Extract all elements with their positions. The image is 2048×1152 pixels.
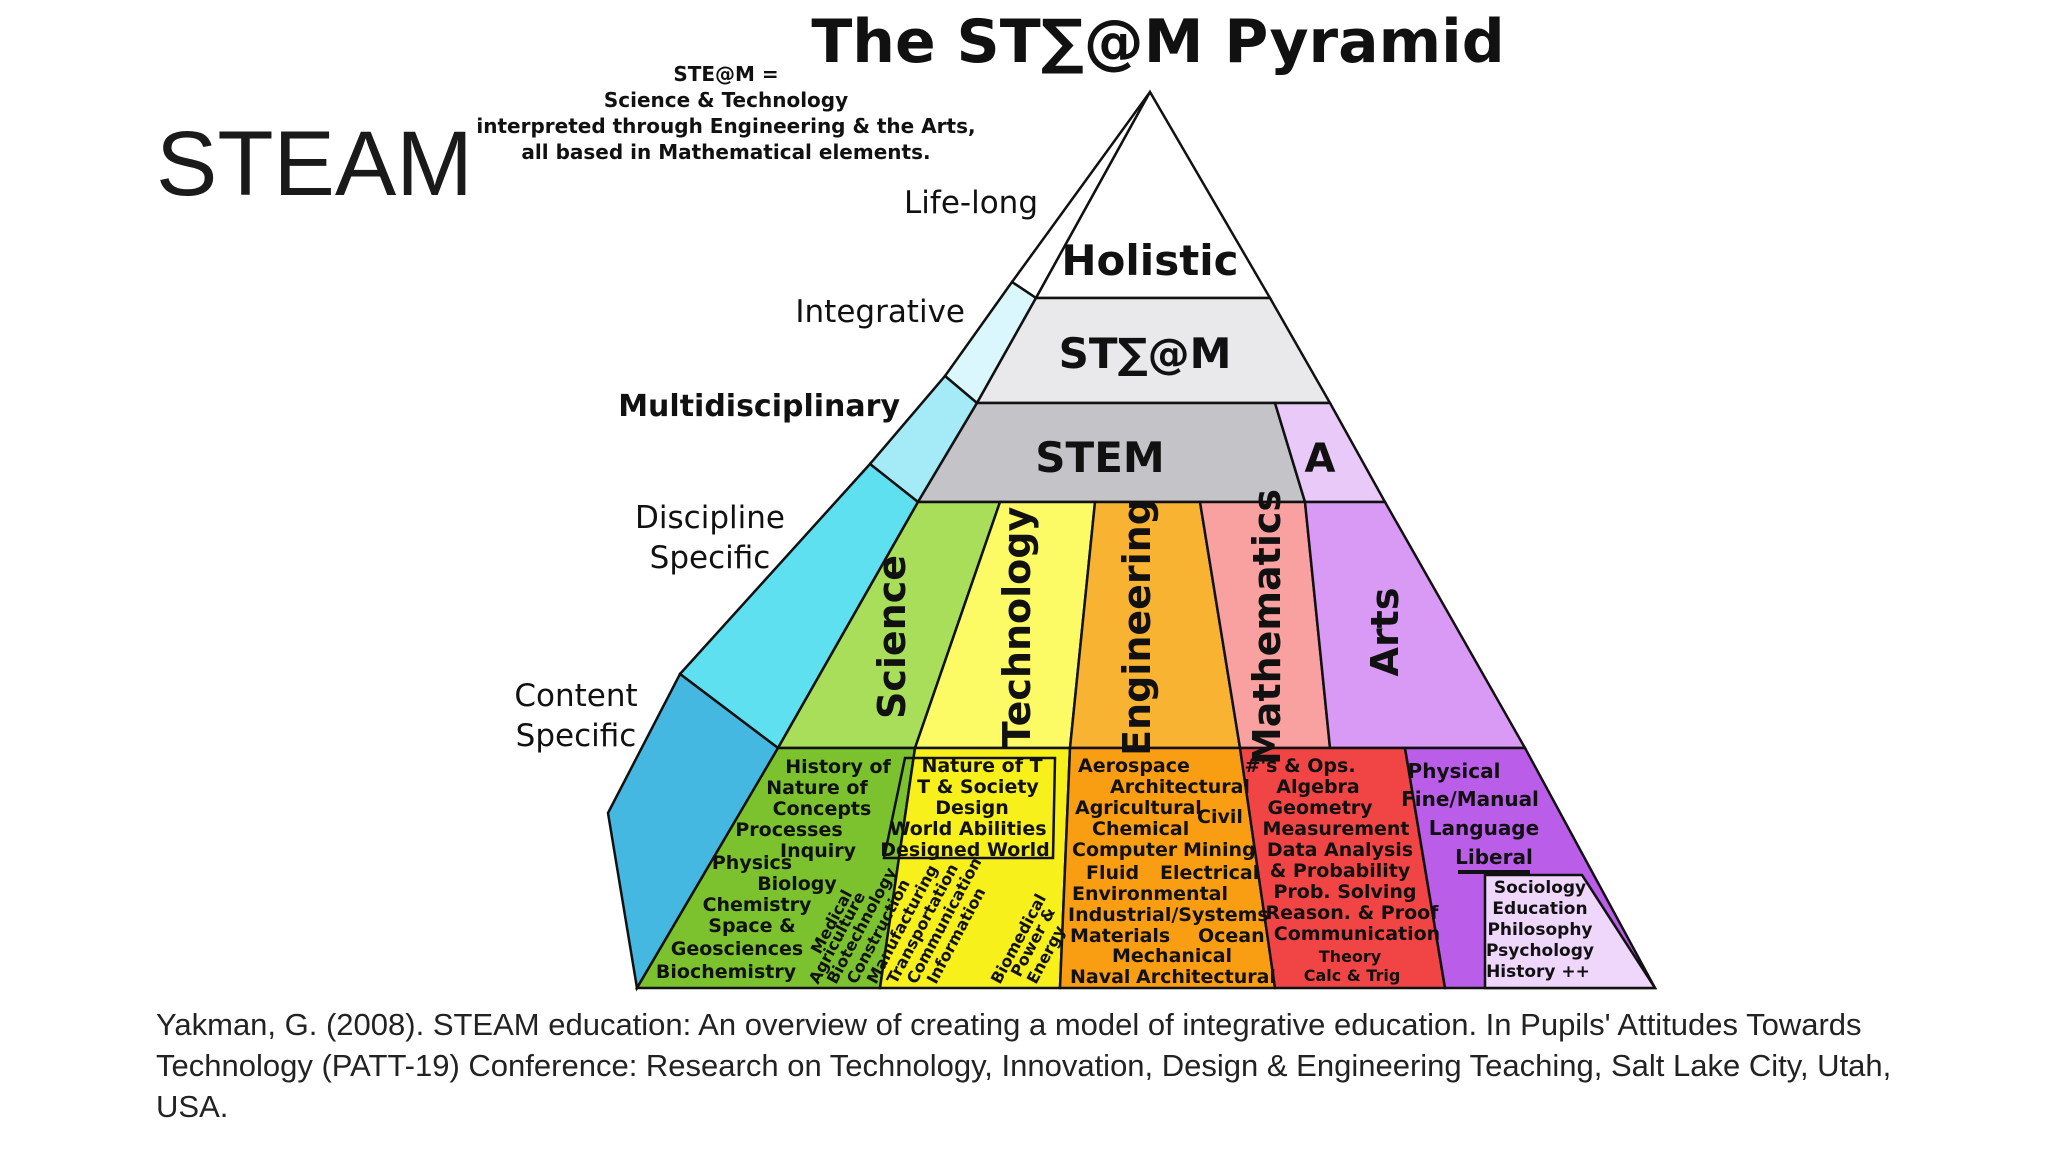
content-item: Biochemistry [656, 961, 797, 983]
content-item: History ++ [1486, 962, 1590, 982]
content-item: Inquiry [780, 840, 857, 862]
content-item: History of [785, 756, 891, 778]
content-item: Processes [735, 819, 842, 841]
content-item: Fine/Manual [1401, 787, 1539, 811]
content-item: Prob. Solving [1273, 881, 1416, 903]
content-item: World Abilities [889, 818, 1046, 840]
side-label-integrative: Integrative [795, 294, 965, 330]
content-item: Physical [1408, 759, 1501, 783]
arts-content-list: Physical Fine/Manual Language Liberal [1401, 759, 1539, 869]
content-item: Fluid [1086, 862, 1139, 884]
column-arts [1303, 500, 1528, 750]
discipline-label-engineering: Engineering [1115, 498, 1159, 756]
content-item: Environmental [1072, 883, 1228, 905]
side-label-multidisciplinary: Multidisciplinary [618, 389, 900, 424]
pyramid-tiers [915, 89, 1388, 504]
content-item: Mining [1183, 839, 1256, 861]
content-item: Architectural [1110, 776, 1250, 798]
content-item: Chemical [1092, 818, 1189, 840]
engineering-content-list: Aerospace Architectural Agricultural Civ… [1068, 755, 1276, 988]
content-item: Ocean [1198, 925, 1265, 947]
arts-box-content-list: Sociology Education Philosophy Psycholog… [1486, 878, 1594, 982]
content-item: Education [1492, 899, 1587, 919]
definition-line-1: STE@M = [673, 62, 778, 86]
content-item: Naval [1070, 966, 1130, 988]
content-item: Mechanical [1112, 945, 1232, 967]
content-item: Civil [1197, 806, 1243, 828]
diagram-title: The ST∑@M Pyramid [811, 7, 1504, 77]
discipline-label-arts: Arts [1363, 588, 1407, 677]
content-item: Industrial/Systems [1068, 904, 1269, 926]
slide-title: STEAM [156, 113, 473, 215]
content-item: Design [935, 797, 1009, 819]
definition-line-2: Science & Technology [604, 88, 848, 112]
content-item: Agricultural [1075, 797, 1202, 819]
content-item: Electrical [1160, 862, 1259, 884]
tier-label-steam: ST∑@M [1059, 329, 1232, 378]
side-label-discipline-line-1: Discipline [635, 500, 785, 536]
content-item: Nature of T [921, 755, 1042, 777]
content-item: Sociology [1494, 878, 1586, 898]
content-item: Geometry [1267, 797, 1373, 819]
content-item: #'s & Ops. [1244, 755, 1355, 777]
content-item: Measurement [1263, 818, 1410, 840]
discipline-label-technology: Technology [995, 507, 1039, 748]
content-item: Biology [757, 873, 837, 895]
content-technology-box [882, 756, 1057, 860]
content-item: Aerospace [1078, 755, 1190, 777]
content-item: Chemistry [703, 894, 812, 916]
content-item: Liberal [1455, 845, 1533, 869]
side-bands [606, 91, 1152, 992]
content-item: Space & [708, 915, 795, 937]
tier-label-holistic: Holistic [1061, 236, 1238, 285]
content-item: Psychology [1486, 941, 1594, 961]
content-item: & Probability [1270, 860, 1411, 882]
content-item: Concepts [773, 798, 872, 820]
definition-line-4: all based in Mathematical elements. [521, 140, 930, 164]
discipline-columns [775, 500, 1528, 750]
tier-label-stem: STEM [1035, 433, 1164, 482]
content-item: Theory [1319, 947, 1382, 966]
content-cells [634, 746, 1658, 990]
content-item: Geosciences [671, 938, 804, 960]
tier-label-a: A [1305, 436, 1336, 482]
content-item: Architectural [1136, 966, 1276, 988]
content-item: Calc & Trig [1304, 966, 1401, 985]
content-item: Nature of [766, 777, 868, 799]
content-item: Reason. & Proof [1266, 902, 1440, 924]
technology-content-list: Nature of T T & Society Design World Abi… [880, 755, 1050, 861]
content-item: Algebra [1276, 776, 1360, 798]
side-label-lifelong: Life-long [904, 185, 1038, 221]
content-item: Data Analysis [1267, 839, 1413, 861]
definition-line-3: interpreted through Engineering & the Ar… [476, 114, 975, 138]
side-label-content-line-1: Content [514, 678, 637, 714]
mathematics-content-list: #'s & Ops. Algebra Geometry Measurement … [1244, 755, 1440, 985]
discipline-label-science: Science [870, 555, 914, 719]
content-arts-box [1483, 873, 1658, 990]
side-label-content-line-2: Specific [516, 718, 637, 754]
side-label-discipline-line-2: Specific [650, 540, 771, 576]
discipline-label-mathematics: Mathematics [1245, 489, 1289, 765]
content-item: Communication [1274, 923, 1440, 945]
content-item: Computer [1072, 839, 1178, 861]
science-content-list: History of Nature of Concepts Processes … [656, 756, 892, 983]
content-item: T & Society [917, 776, 1039, 798]
content-item: Physics [712, 852, 792, 874]
content-item: Materials [1070, 925, 1170, 947]
citation: Yakman, G. (2008). STEAM education: An o… [156, 1007, 1892, 1124]
content-item: Philosophy [1487, 920, 1592, 940]
content-item: Language [1429, 816, 1539, 840]
content-item: Designed World [880, 839, 1050, 861]
